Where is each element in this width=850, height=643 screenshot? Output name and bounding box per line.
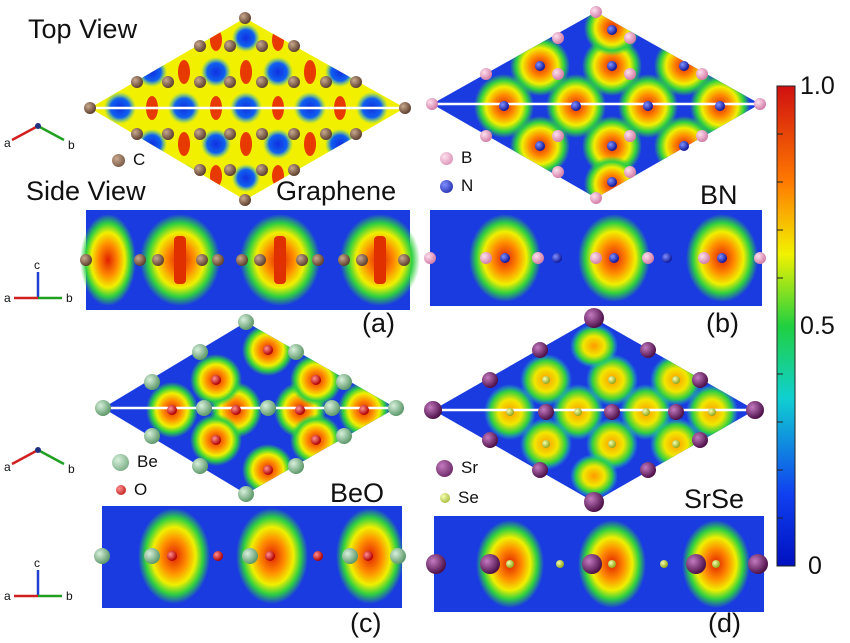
axis-b-label: b: [68, 462, 75, 476]
beryllium-atoms: [95, 314, 404, 502]
axis-a-label: a: [4, 589, 11, 603]
axis-indicator-side-1: [14, 272, 62, 300]
axis-c-label: c: [34, 556, 40, 570]
axis-indicator-top-2: [11, 447, 65, 466]
legend-item-nitrogen: N: [440, 176, 473, 196]
strontium-atoms: [424, 308, 764, 512]
colorbar-max-label: 1.0: [800, 72, 835, 100]
carbon-legend-icon: [112, 153, 125, 167]
legend-label: Se: [458, 488, 479, 507]
axis-indicator-side-2: [14, 570, 62, 598]
boron-legend-icon: [440, 151, 453, 165]
legend-item-strontium: Sr: [436, 458, 478, 478]
legend-item-selenium: Se: [440, 488, 479, 508]
srse-side-view: [426, 516, 768, 612]
legend-label: Be: [137, 452, 158, 471]
colorbar-mid-label: 0.5: [800, 312, 835, 340]
legend-item-oxygen: O: [116, 480, 147, 500]
legend-label: C: [133, 150, 146, 169]
beo-side-view: [94, 506, 406, 608]
legend-label: B: [461, 148, 473, 167]
panel-label-c: (c): [350, 608, 382, 638]
selenium-legend-icon: [440, 493, 450, 503]
legend-label: O: [134, 480, 148, 499]
panel-label-d: (d): [708, 608, 741, 638]
boron-atoms: [426, 6, 766, 204]
srse-top-view: [424, 308, 764, 512]
colorbar-min-label: 0: [808, 552, 822, 580]
material-label-srse: SrSe: [684, 484, 745, 514]
material-label-graphene: Graphene: [276, 176, 397, 206]
axis-b-label: b: [66, 291, 73, 305]
legend-label: N: [461, 176, 474, 195]
oxygen-atoms: [167, 345, 369, 475]
panel-label-b: (b): [706, 308, 739, 338]
panel-label-a: (a): [362, 308, 395, 338]
axis-b-label: b: [68, 138, 75, 152]
selenium-atoms: [506, 376, 716, 448]
axis-b-label: b: [66, 589, 73, 603]
axis-a-label: a: [4, 460, 11, 474]
nitrogen-atoms: [499, 25, 725, 187]
legend-item-beryllium: Be: [112, 452, 158, 472]
oxygen-legend-icon: [116, 485, 126, 495]
axis-a-label: a: [4, 291, 11, 305]
colorbar: [776, 85, 796, 567]
strontium-legend-icon: [436, 459, 453, 477]
graphene-side-view: [80, 210, 420, 310]
legend-item-carbon: C: [112, 150, 145, 170]
axis-c-label: c: [34, 258, 40, 272]
bn-side-view: [424, 210, 766, 306]
legend-item-boron: B: [440, 148, 472, 168]
axis-indicator-top-1: [11, 123, 65, 142]
axis-a-label: a: [4, 136, 11, 150]
beo-top-view: [95, 314, 404, 502]
beryllium-legend-icon: [112, 453, 129, 471]
legend-label: Sr: [461, 458, 478, 477]
carbon-atoms: [84, 12, 411, 206]
material-label-bn: BN: [700, 180, 738, 210]
side-view-heading: Side View: [26, 176, 146, 206]
material-label-beo: BeO: [330, 478, 385, 508]
nitrogen-legend-icon: [440, 179, 453, 193]
top-view-heading: Top View: [28, 14, 138, 44]
